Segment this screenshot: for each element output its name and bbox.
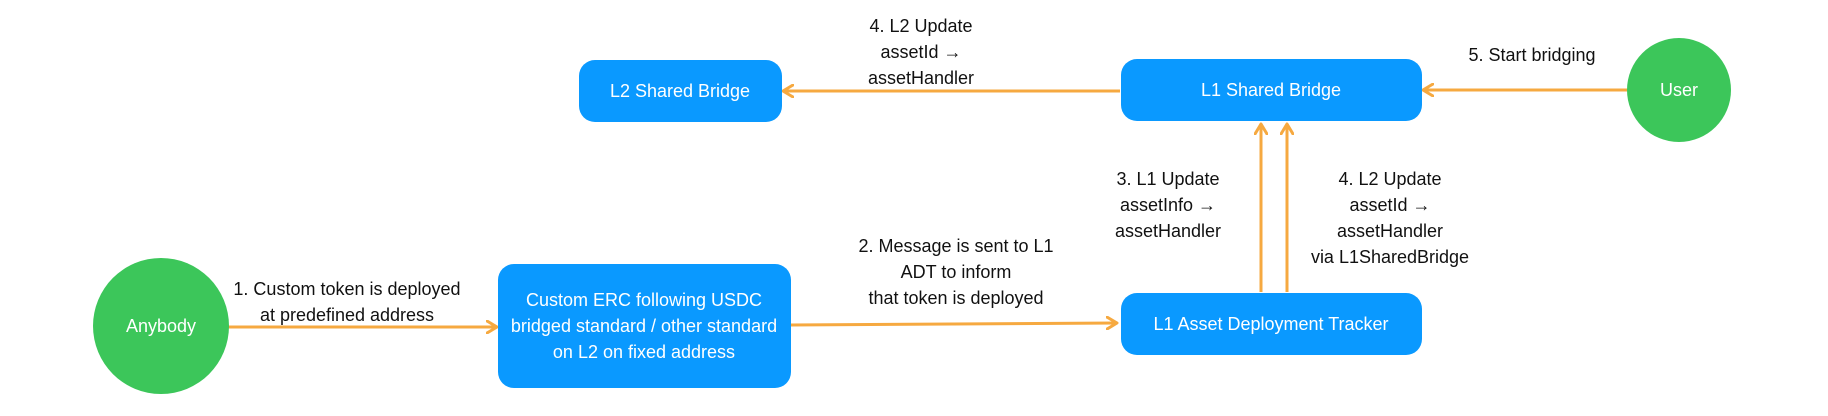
- edge-label-step5: 5. Start bridging: [1468, 45, 1595, 65]
- user-label: User: [1660, 80, 1698, 100]
- node-l1-asset-deployment-tracker: L1 Asset Deployment Tracker: [1121, 293, 1422, 355]
- l2-shared-bridge-label: L2 Shared Bridge: [610, 81, 750, 101]
- text-line: at predefined address: [260, 305, 434, 325]
- edge-label-step4-right: 4. L2 Update assetId → assetHandler via L1S…: [1311, 169, 1469, 267]
- text-line: assetHandler: [1115, 221, 1221, 241]
- text-line: bridged standard / other standard: [511, 316, 777, 336]
- edge-label-step4-top: 4. L2 Update assetId → assetHandler: [868, 16, 974, 88]
- text-line: 4. L2 Update: [1338, 169, 1441, 189]
- text-line: assetHandler: [1337, 221, 1443, 241]
- text-line: Custom ERC following USDC: [526, 290, 762, 310]
- text-line: assetHandler: [868, 68, 974, 88]
- text-line: 3. L1 Update: [1116, 169, 1219, 189]
- l2-shared-bridge-box: [579, 60, 782, 122]
- text-line: 2. Message is sent to L1: [858, 236, 1053, 256]
- user-circle: [1627, 38, 1731, 142]
- text-line: assetId →: [880, 42, 961, 62]
- node-l1-shared-bridge: L1 Shared Bridge: [1121, 59, 1422, 121]
- l1-shared-bridge-box: [1121, 59, 1422, 121]
- text-line: L1 Shared Bridge: [1201, 80, 1341, 100]
- edge-label-step2: 2. Message is sent to L1 ADT to inform tha…: [858, 236, 1053, 308]
- custom-erc-label: Custom ERC following USDC bridged standar…: [511, 290, 777, 362]
- text-line: on L2 on fixed address: [553, 342, 735, 362]
- edge-label-step3: 3. L1 Update assetInfo → assetHandler: [1115, 169, 1221, 241]
- text-line: assetId →: [1349, 195, 1430, 215]
- node-custom-erc: Custom ERC following USDC bridged standar…: [498, 264, 791, 388]
- l1-asset-deployment-tracker-label: L1 Asset Deployment Tracker: [1153, 314, 1388, 334]
- text-line: User: [1660, 80, 1698, 100]
- l1-shared-bridge-label: L1 Shared Bridge: [1201, 80, 1341, 100]
- anybody-label: Anybody: [126, 316, 196, 336]
- text-line: 1. Custom token is deployed: [233, 279, 460, 299]
- l1-asset-deployment-tracker-box: [1121, 293, 1422, 355]
- node-user: User: [1627, 38, 1731, 142]
- text-line: assetInfo →: [1120, 195, 1216, 215]
- anybody-circle: [93, 258, 229, 394]
- node-l2-shared-bridge: L2 Shared Bridge: [579, 60, 782, 122]
- text-line: 5. Start bridging: [1468, 45, 1595, 65]
- text-line: Anybody: [126, 316, 196, 336]
- text-line: 4. L2 Update: [869, 16, 972, 36]
- text-line: L2 Shared Bridge: [610, 81, 750, 101]
- custom-erc-box: [498, 264, 791, 388]
- text-line: L1 Asset Deployment Tracker: [1153, 314, 1388, 334]
- node-anybody: Anybody: [93, 258, 229, 394]
- text-line: via L1SharedBridge: [1311, 247, 1469, 267]
- edge-label-step1: 1. Custom token is deployed at predefined…: [233, 279, 460, 325]
- edge-custom-erc-to-l1-adt: [789, 323, 1117, 325]
- text-line: ADT to inform: [901, 262, 1012, 282]
- text-line: that token is deployed: [868, 288, 1043, 308]
